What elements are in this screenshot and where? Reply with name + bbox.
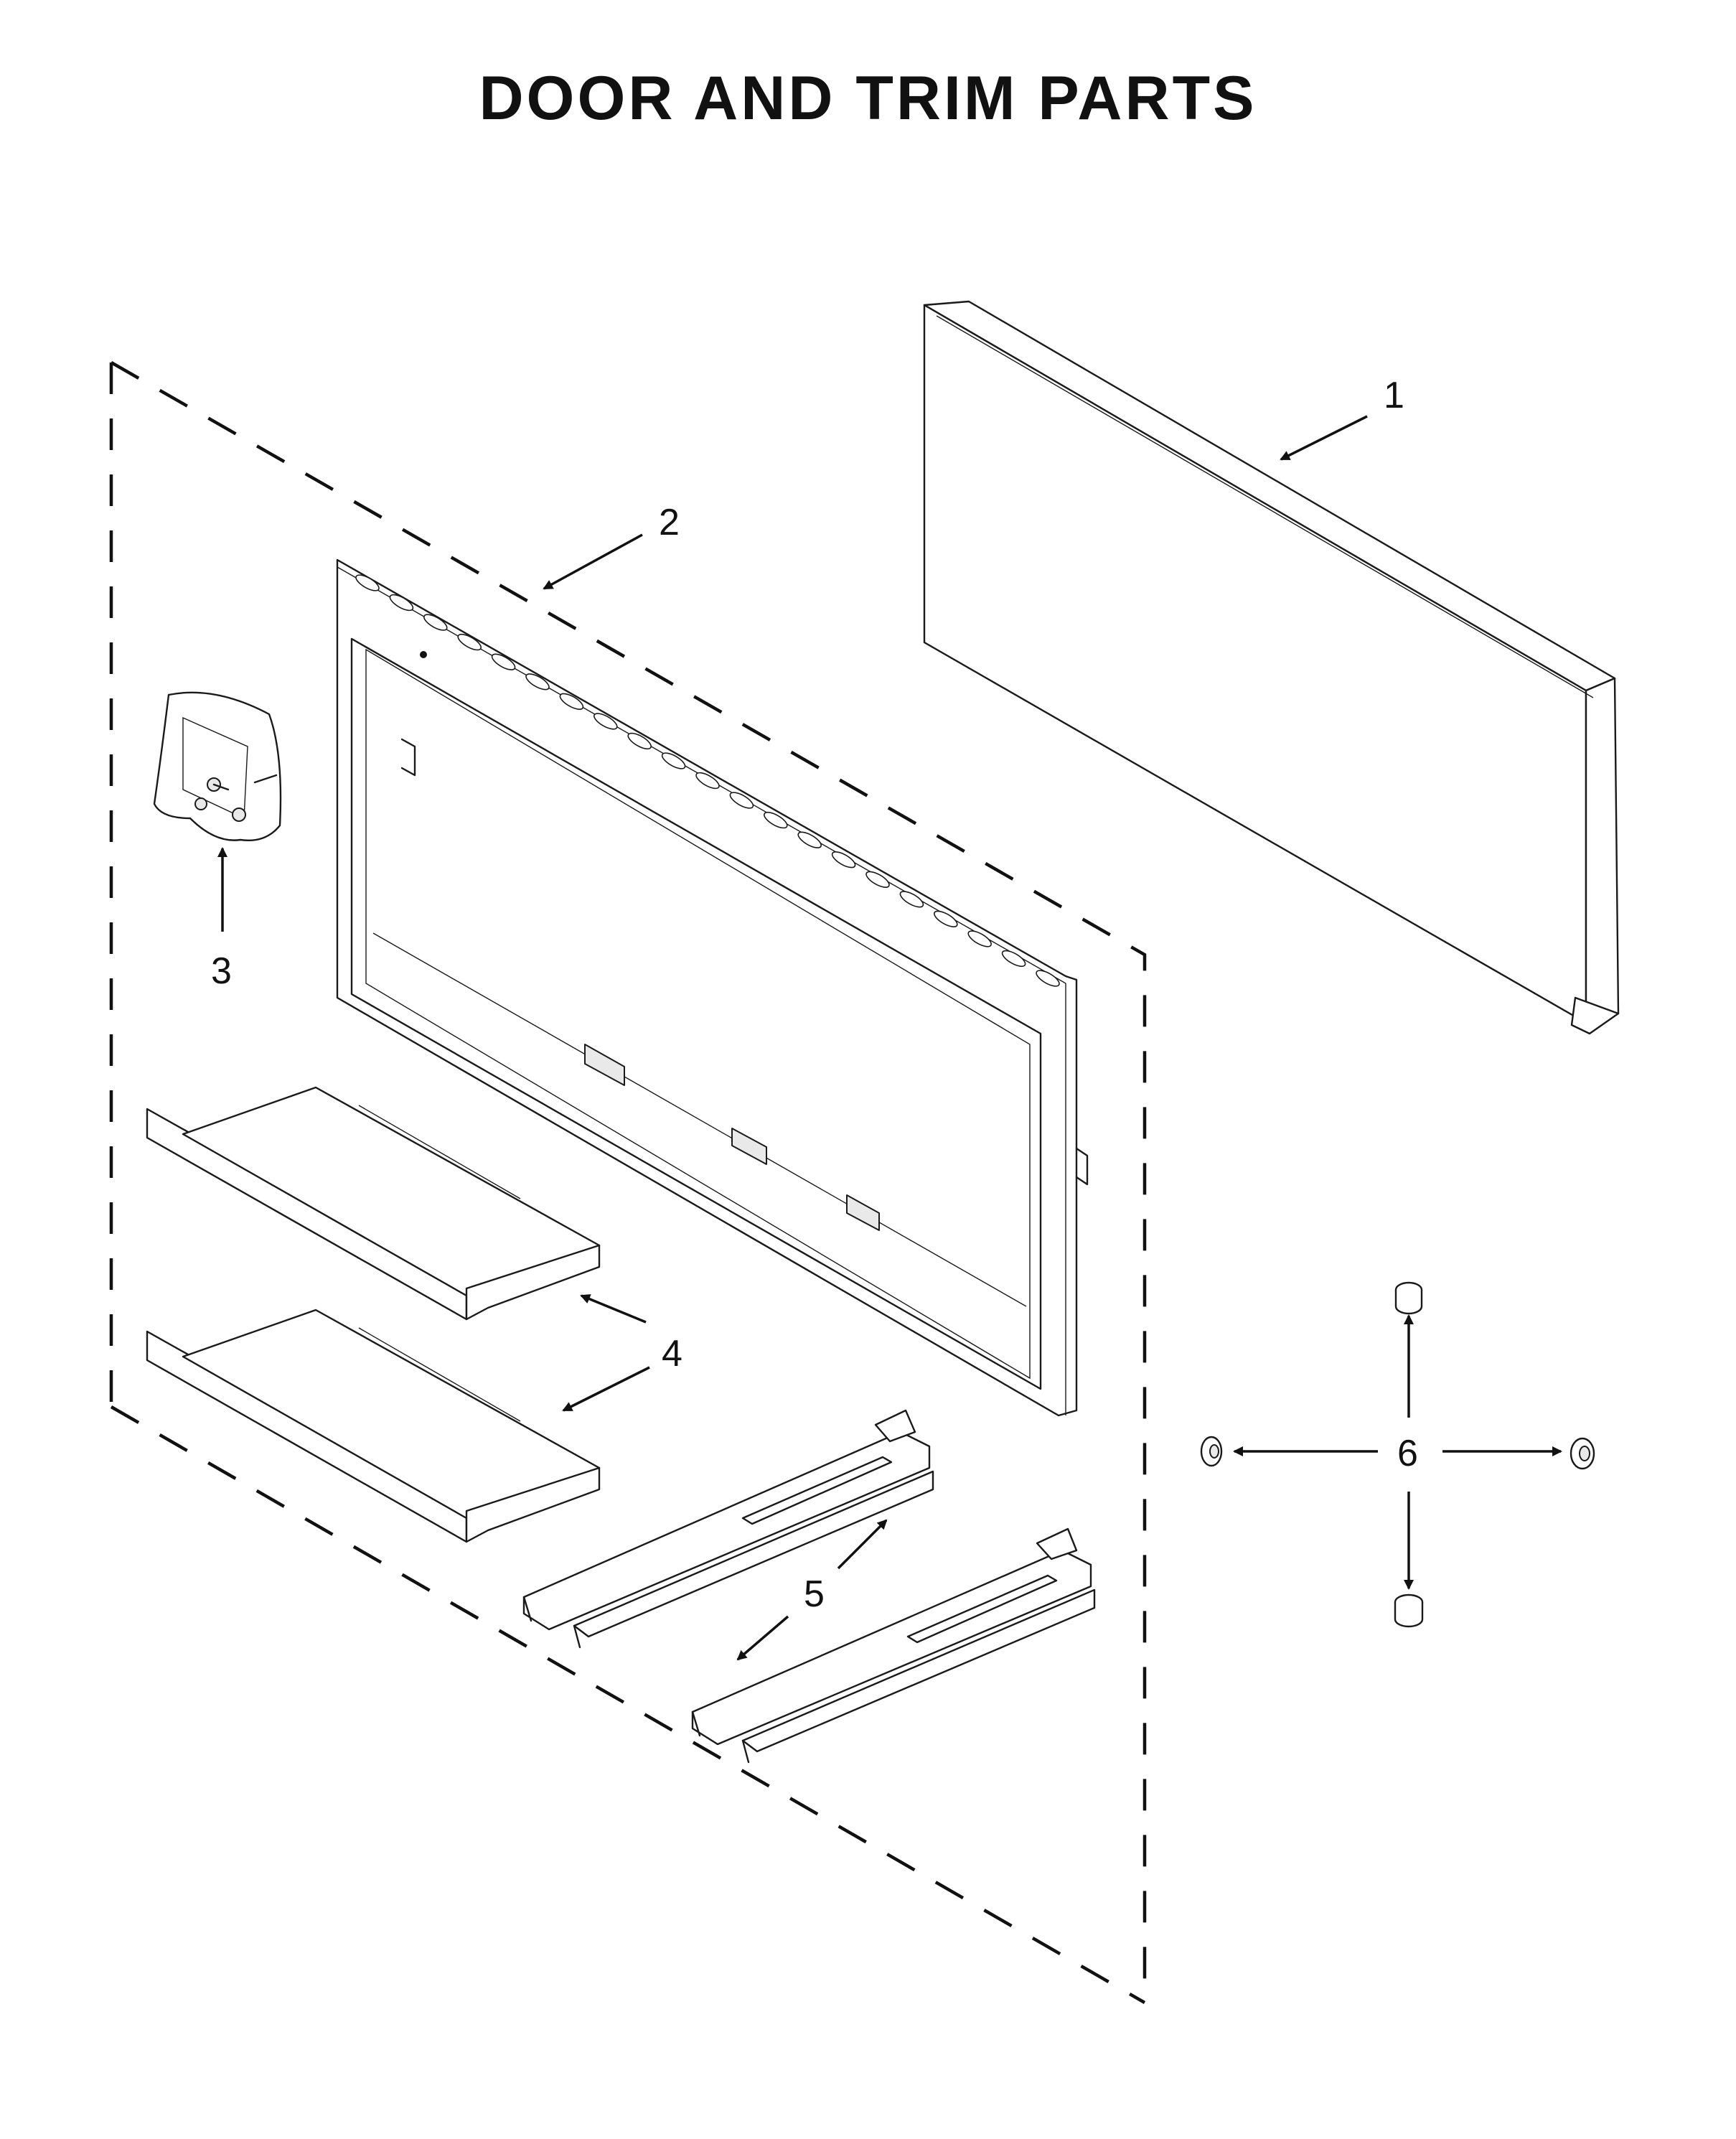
frame-slot [491,653,516,670]
frame-slot [355,574,380,591]
frame-slot [525,673,550,691]
frame-slot [865,871,890,888]
page-title: DOOR AND TRIM PARTS [479,64,1257,133]
frame-slot [389,594,414,612]
frame-slot [661,752,686,769]
frame-slot [729,792,754,809]
frame-slot [797,831,822,848]
callout-6: 6 [1397,1433,1418,1474]
frame-slot [831,851,856,869]
frame-slot [899,891,924,908]
mounting-rail-lower[interactable] [691,1527,1096,1764]
frame-slot [559,693,584,710]
frame-slot [934,910,958,927]
frame-slot [1036,970,1060,987]
frame-slot [695,772,720,790]
trim-panel-part[interactable] [923,300,1620,1035]
frame-slot [764,811,788,829]
spacer-bottom[interactable] [1394,1593,1424,1628]
callout-5: 5 [804,1573,825,1615]
filler-tray-lower[interactable] [146,1309,601,1543]
spacer-right[interactable] [1570,1437,1595,1470]
spacer-left[interactable] [1200,1436,1223,1467]
frame-slot [1001,950,1026,968]
filler-tray-upper[interactable] [146,1086,601,1321]
spacer-top[interactable] [1394,1281,1423,1315]
mounting-rail-upper[interactable] [522,1409,934,1649]
callout-arrows [217,415,1562,1661]
frame-slot [967,930,992,947]
callout-1: 1 [1384,375,1404,416]
installation-outline [109,361,1147,2004]
callout-3: 3 [211,950,232,992]
frame-slot [627,732,652,750]
hardware-bag-part[interactable] [153,691,282,841]
callout-2: 2 [659,502,680,543]
frame-slot-row [355,574,1060,987]
frame-slot [593,713,618,730]
frame-slot [423,614,448,631]
frame-slot [457,633,482,651]
callout-4: 4 [662,1333,682,1375]
